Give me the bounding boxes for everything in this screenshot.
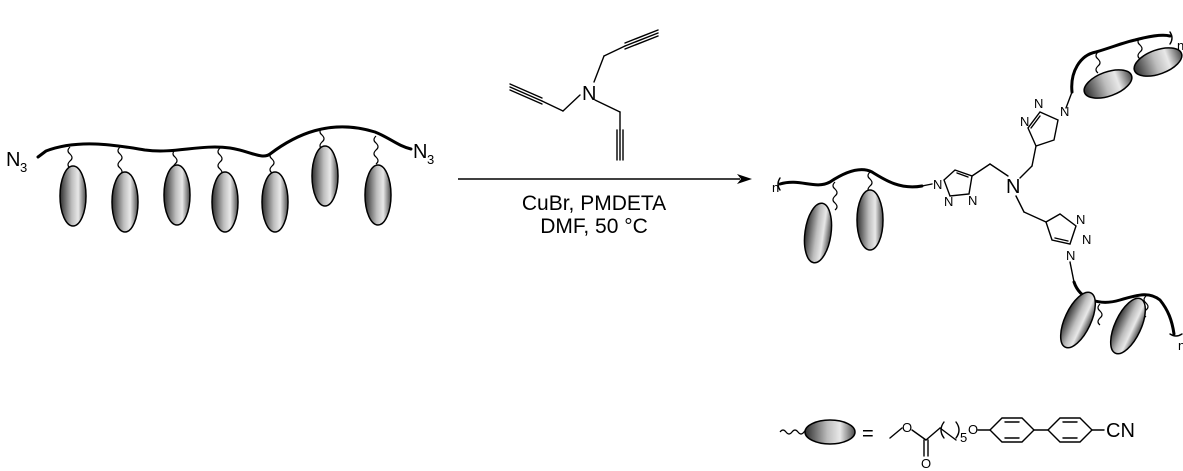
reactant-mesogens xyxy=(59,145,392,233)
legend-ester-o: O xyxy=(902,420,912,435)
mesogen-legend: = O O 5 O CN xyxy=(779,417,1135,471)
legend-cyano: CN xyxy=(1106,420,1135,442)
triazole-left-n1: N xyxy=(933,177,942,192)
triazole-bottom-n1: N xyxy=(1066,248,1075,263)
condition-solvent-temperature: DMF, 50 °C xyxy=(540,215,648,238)
azide-right-label: N xyxy=(413,141,427,163)
legend-ether-o: O xyxy=(968,422,978,437)
legend-equals: = xyxy=(862,423,874,445)
reactant-polymer: N 3 N 3 xyxy=(6,125,434,233)
azide-left-subscript: 3 xyxy=(20,160,27,175)
triazole-bottom-n2: N xyxy=(1082,232,1091,247)
triazole-top-n3: N xyxy=(1020,114,1029,129)
product-center-n: N xyxy=(1006,176,1020,198)
crosslinker-n-label: N xyxy=(582,83,596,105)
legend-spacer-count: 5 xyxy=(960,430,967,445)
triazole-top-n2: N xyxy=(1034,96,1043,111)
condition-catalyst: CuBr, PMDETA xyxy=(522,192,666,215)
azide-left-label: N xyxy=(6,149,20,171)
reactant-side-chains xyxy=(67,127,379,181)
product-network: n N N N N N N N n xyxy=(772,31,1183,360)
triazole-bottom-n3: N xyxy=(1076,212,1085,227)
triazole-top-n1: N xyxy=(1060,104,1069,119)
crosslinker-tripropargylamine: N xyxy=(509,29,659,161)
reaction-arrow xyxy=(458,174,752,184)
repeat-n-left: n xyxy=(772,180,779,195)
triazole-left-n2: N xyxy=(944,194,953,209)
triazole-left-n3: N xyxy=(968,193,977,208)
repeat-n-bottom: n xyxy=(1178,338,1183,353)
repeat-n-top: n xyxy=(1177,38,1183,53)
legend-carbonyl-o: O xyxy=(921,456,931,471)
azide-right-subscript: 3 xyxy=(427,152,434,167)
reactant-backbone xyxy=(36,125,413,159)
